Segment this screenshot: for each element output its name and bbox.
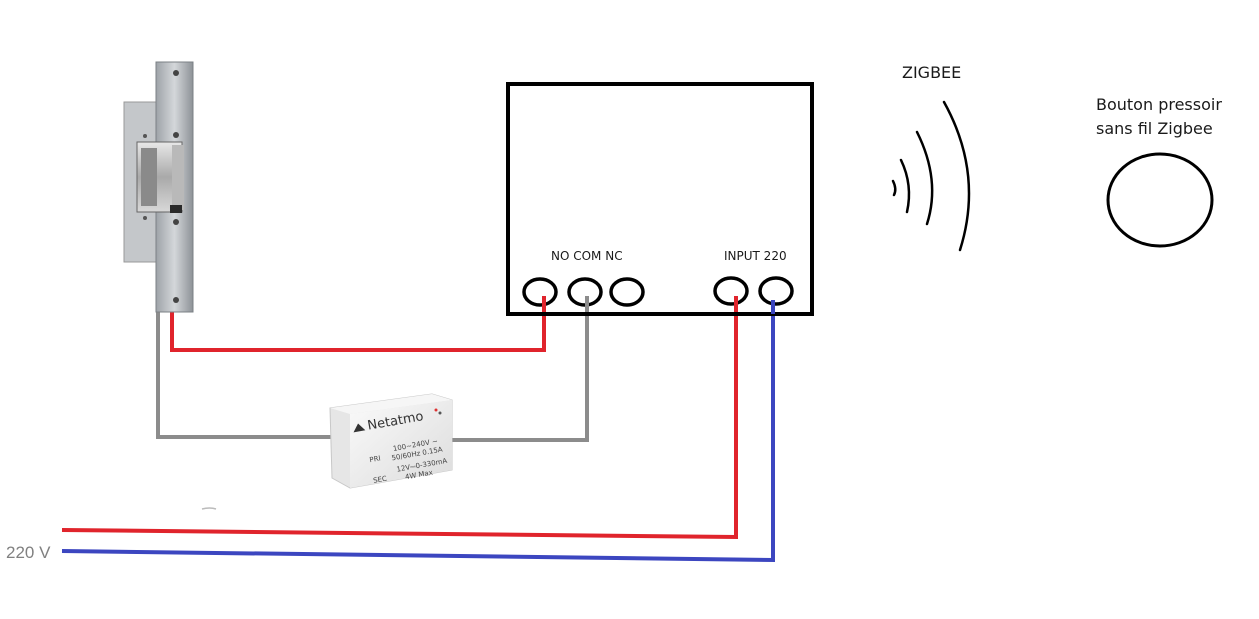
mains-neutral-wire [61, 305, 775, 563]
terminal-nc [609, 277, 645, 307]
relay-module: NO COM NC INPUT 220 [506, 82, 814, 316]
psu-pri-label: PRI [369, 454, 381, 464]
relay-right-terminals-label: INPUT 220 [724, 249, 787, 263]
button-label-line1: Bouton pressoir [1096, 95, 1222, 114]
psu-to-com-wire [446, 297, 589, 442]
relay-box [506, 82, 814, 316]
mains-live-wire [61, 298, 738, 540]
button-label-line2: sans fil Zigbee [1096, 119, 1213, 138]
terminal-no [522, 277, 558, 307]
strike-to-psu-wire [156, 312, 336, 439]
electric-door-strike-icon [123, 61, 194, 313]
relay-left-terminals-label: NO COM NC [551, 249, 623, 263]
terminal-input-2 [758, 276, 794, 306]
wireless-push-button-icon [1106, 152, 1214, 248]
strike-to-no-wire [170, 297, 546, 352]
stray-mark [201, 507, 217, 510]
terminal-input-1 [713, 276, 749, 306]
psu-sec-label: SEC [373, 475, 388, 485]
mains-voltage-label: 220 V [6, 543, 51, 562]
zigbee-label: ZIGBEE [902, 63, 961, 82]
radio-waves-icon [891, 100, 971, 252]
wires [61, 297, 775, 563]
netatmo-power-supply-icon: Netatmo PRI 100~240V ~ 50/60Hz 0.15A SEC… [329, 393, 453, 489]
